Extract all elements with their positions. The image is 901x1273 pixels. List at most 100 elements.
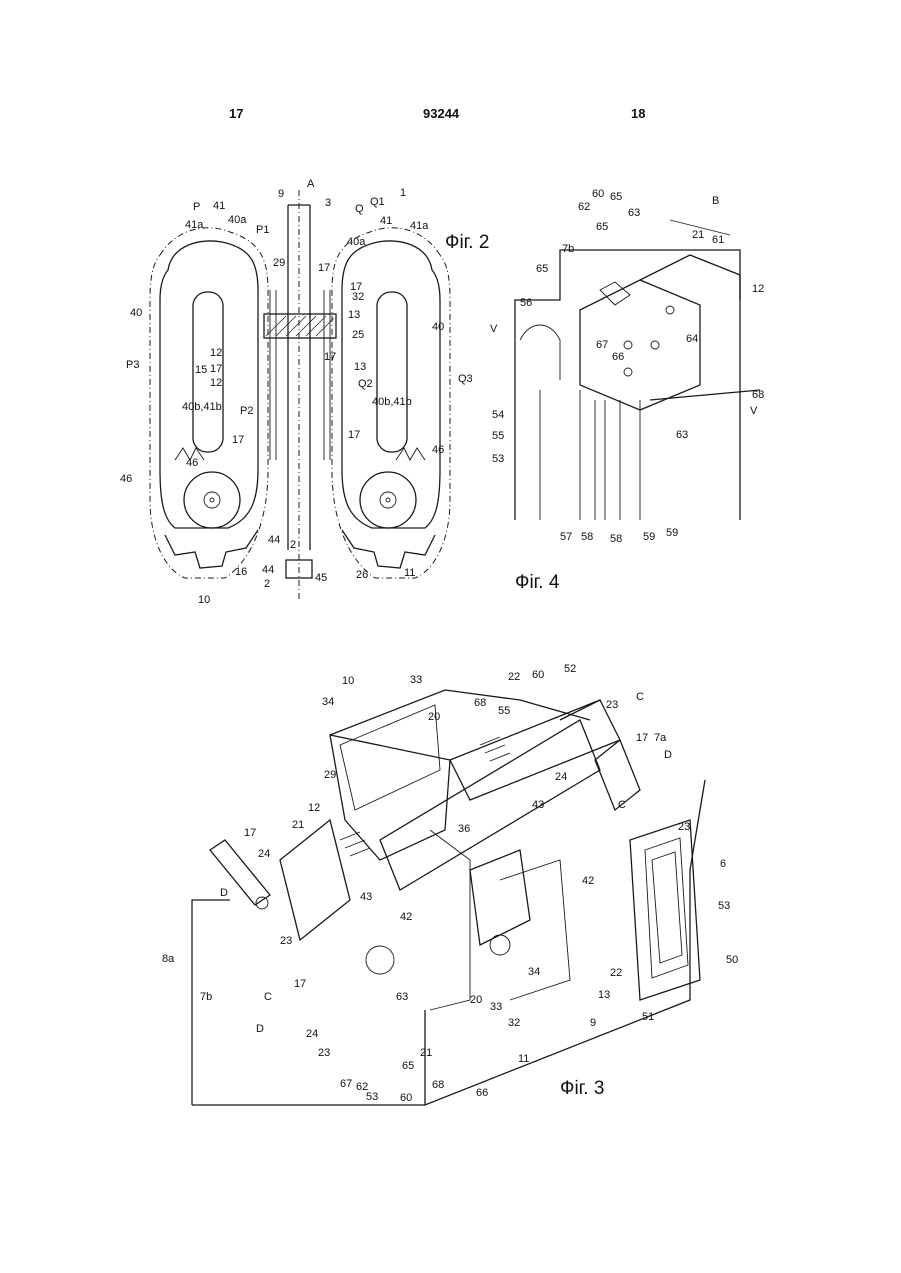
fig2-label: 46 <box>186 457 198 469</box>
fig3-label: 51 <box>642 1011 654 1023</box>
fig2-label: 2 <box>264 578 270 590</box>
fig2-label: 17 <box>232 434 244 446</box>
fig4-label: 64 <box>686 333 698 345</box>
fig2-label: 41 <box>213 200 225 212</box>
fig4-label: 58 <box>581 531 593 543</box>
fig3-label: D <box>220 887 228 899</box>
fig4-label: B <box>712 195 719 207</box>
fig2-label: 41a <box>185 219 204 231</box>
fig3-label: 36 <box>458 823 470 835</box>
fig3-label: C <box>618 799 626 811</box>
fig2-label: P3 <box>126 359 139 371</box>
fig2-label: 26 <box>356 569 368 581</box>
fig3-label: 43 <box>360 891 372 903</box>
fig3-label: 11 <box>518 1053 529 1065</box>
fig3-label: 55 <box>498 705 510 717</box>
fig4-label: V <box>750 405 758 417</box>
fig4-label: 65 <box>596 221 608 233</box>
fig3-label: 12 <box>308 802 320 814</box>
fig2-label: 9 <box>278 188 284 200</box>
fig3-label: 43 <box>532 799 544 811</box>
fig3-label: 32 <box>508 1017 520 1029</box>
figure-2-drawing <box>150 190 450 600</box>
fig4-label: 53 <box>492 453 504 465</box>
fig3-label: 21 <box>420 1047 432 1059</box>
fig2-label: 40b,41b <box>182 401 222 413</box>
fig3-label: 23 <box>606 699 618 711</box>
fig2-label: 12 <box>210 347 222 359</box>
fig2-label: 44 <box>262 564 274 576</box>
fig2-label: 29 <box>273 257 285 269</box>
fig3-label: 6 <box>720 858 726 870</box>
fig2-label: Q3 <box>458 373 473 385</box>
fig3-label: 60 <box>400 1092 412 1104</box>
fig4-label: 59 <box>666 527 678 539</box>
fig4-label: 61 <box>712 234 724 246</box>
fig2-label: 16 <box>235 566 247 578</box>
fig4-label: 67 <box>596 339 608 351</box>
fig3-label: 20 <box>428 711 440 723</box>
fig2-label: 32 <box>352 291 364 303</box>
fig3-label: D <box>664 749 672 761</box>
fig4-label: 7b <box>562 243 574 255</box>
fig3-label: 7b <box>200 991 212 1003</box>
fig4-label: 55 <box>492 430 504 442</box>
fig4-label: 60 <box>592 188 604 200</box>
fig2-label: 15 <box>195 364 207 376</box>
fig2-label: 40a <box>347 236 366 248</box>
fig2-label: 25 <box>352 329 364 341</box>
fig2-label: A <box>307 178 315 190</box>
fig3-label: D <box>256 1023 264 1035</box>
fig4-label: 68 <box>752 389 764 401</box>
fig3-label: 68 <box>474 697 486 709</box>
fig3-label: 42 <box>582 875 594 887</box>
fig3-label: 34 <box>322 696 334 708</box>
fig2-label: P <box>193 201 200 213</box>
fig2-label: 41 <box>380 215 392 227</box>
fig3-label: 22 <box>508 671 520 683</box>
fig3-label: 63 <box>396 991 408 1003</box>
fig4-label: 62 <box>578 201 590 213</box>
figure-2-labels: A931P4141a40aP1QQ14141a40a29171732132540… <box>120 178 473 606</box>
fig3-label: 50 <box>726 954 738 966</box>
fig3-label: 24 <box>306 1028 318 1040</box>
fig3-label: C <box>264 991 272 1003</box>
fig4-label: 66 <box>612 351 624 363</box>
fig4-label: 54 <box>492 409 504 421</box>
fig3-label: 23 <box>678 821 690 833</box>
fig4-label: 59 <box>643 531 655 543</box>
fig3-label: 65 <box>402 1060 414 1072</box>
figure-4-drawing <box>515 220 760 520</box>
figure-3-drawing <box>192 690 705 1105</box>
fig3-label: 10 <box>342 675 354 687</box>
fig3-label: 17 <box>244 827 256 839</box>
fig2-label: 46 <box>432 444 444 456</box>
fig3-label: 7a <box>654 732 667 744</box>
fig4-label: 65 <box>536 263 548 275</box>
figure-4-labels: 6065B62632161657b126556V67666454685563V5… <box>490 188 764 545</box>
fig3-label: 22 <box>610 967 622 979</box>
fig2-label: 41a <box>410 220 429 232</box>
fig3-label: 9 <box>590 1017 596 1029</box>
fig4-label: 21 <box>692 229 704 241</box>
fig3-label: 17 <box>294 978 306 990</box>
fig3-label: 24 <box>258 848 270 860</box>
fig4-label: 56 <box>520 297 532 309</box>
fig3-label: 8a <box>162 953 175 965</box>
fig3-label: 66 <box>476 1087 488 1099</box>
fig2-label: Q2 <box>358 378 373 390</box>
fig2-label: 10 <box>198 594 210 606</box>
fig4-label: 63 <box>676 429 688 441</box>
fig4-label: V <box>490 323 498 335</box>
fig2-label: P2 <box>240 405 253 417</box>
fig3-label: 23 <box>318 1047 330 1059</box>
fig2-label: 40a <box>228 214 247 226</box>
fig3-label: 33 <box>490 1001 502 1013</box>
fig4-label: 58 <box>610 533 622 545</box>
fig2-label: P1 <box>256 224 269 236</box>
fig3-label: 17 <box>636 732 648 744</box>
fig2-label: 40 <box>130 307 142 319</box>
fig2-label: 40b,41b <box>372 396 412 408</box>
fig3-label: 24 <box>555 771 567 783</box>
